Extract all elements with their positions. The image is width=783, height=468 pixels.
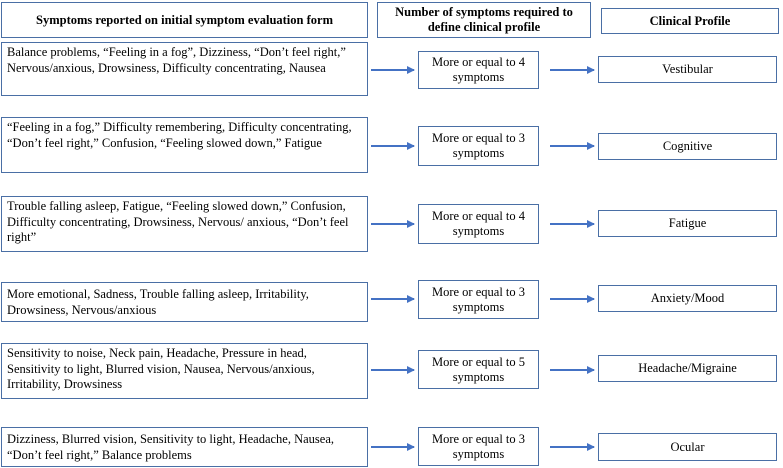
header-count: Number of symptoms required to define cl… <box>377 2 591 38</box>
count-box-cognitive: More or equal to 3 symptoms <box>418 126 539 166</box>
symptoms-box-headache-migraine: Sensitivity to noise, Neck pain, Headach… <box>1 343 368 399</box>
header-symptoms: Symptoms reported on initial symptom eva… <box>1 2 368 38</box>
profile-box-ocular: Ocular <box>598 433 777 461</box>
profile-box-anxiety-mood: Anxiety/Mood <box>598 285 777 312</box>
count-box-fatigue: More or equal to 4 symptoms <box>418 204 539 244</box>
profile-box-headache-migraine: Headache/Migraine <box>598 355 777 382</box>
symptoms-box-fatigue: Trouble falling asleep, Fatigue, “Feelin… <box>1 196 368 252</box>
header-profile: Clinical Profile <box>601 8 779 34</box>
profile-box-vestibular: Vestibular <box>598 56 777 83</box>
profile-box-cognitive: Cognitive <box>598 133 777 160</box>
symptoms-box-vestibular: Balance problems, “Feeling in a fog”, Di… <box>1 42 368 96</box>
profile-box-fatigue: Fatigue <box>598 210 777 237</box>
count-box-headache-migraine: More or equal to 5 symptoms <box>418 350 539 389</box>
count-box-anxiety-mood: More or equal to 3 symptoms <box>418 280 539 319</box>
symptoms-box-ocular-visible: Dizziness, Blurred vision, Sensitivity t… <box>1 427 368 467</box>
symptoms-box-cognitive: “Feeling in a fog,” Difficulty rememberi… <box>1 117 368 173</box>
count-box-vestibular: More or equal to 4 symptoms <box>418 51 539 89</box>
symptoms-box-anxiety-mood: More emotional, Sadness, Trouble falling… <box>1 282 368 322</box>
count-box-ocular: More or equal to 3 symptoms <box>418 427 539 466</box>
